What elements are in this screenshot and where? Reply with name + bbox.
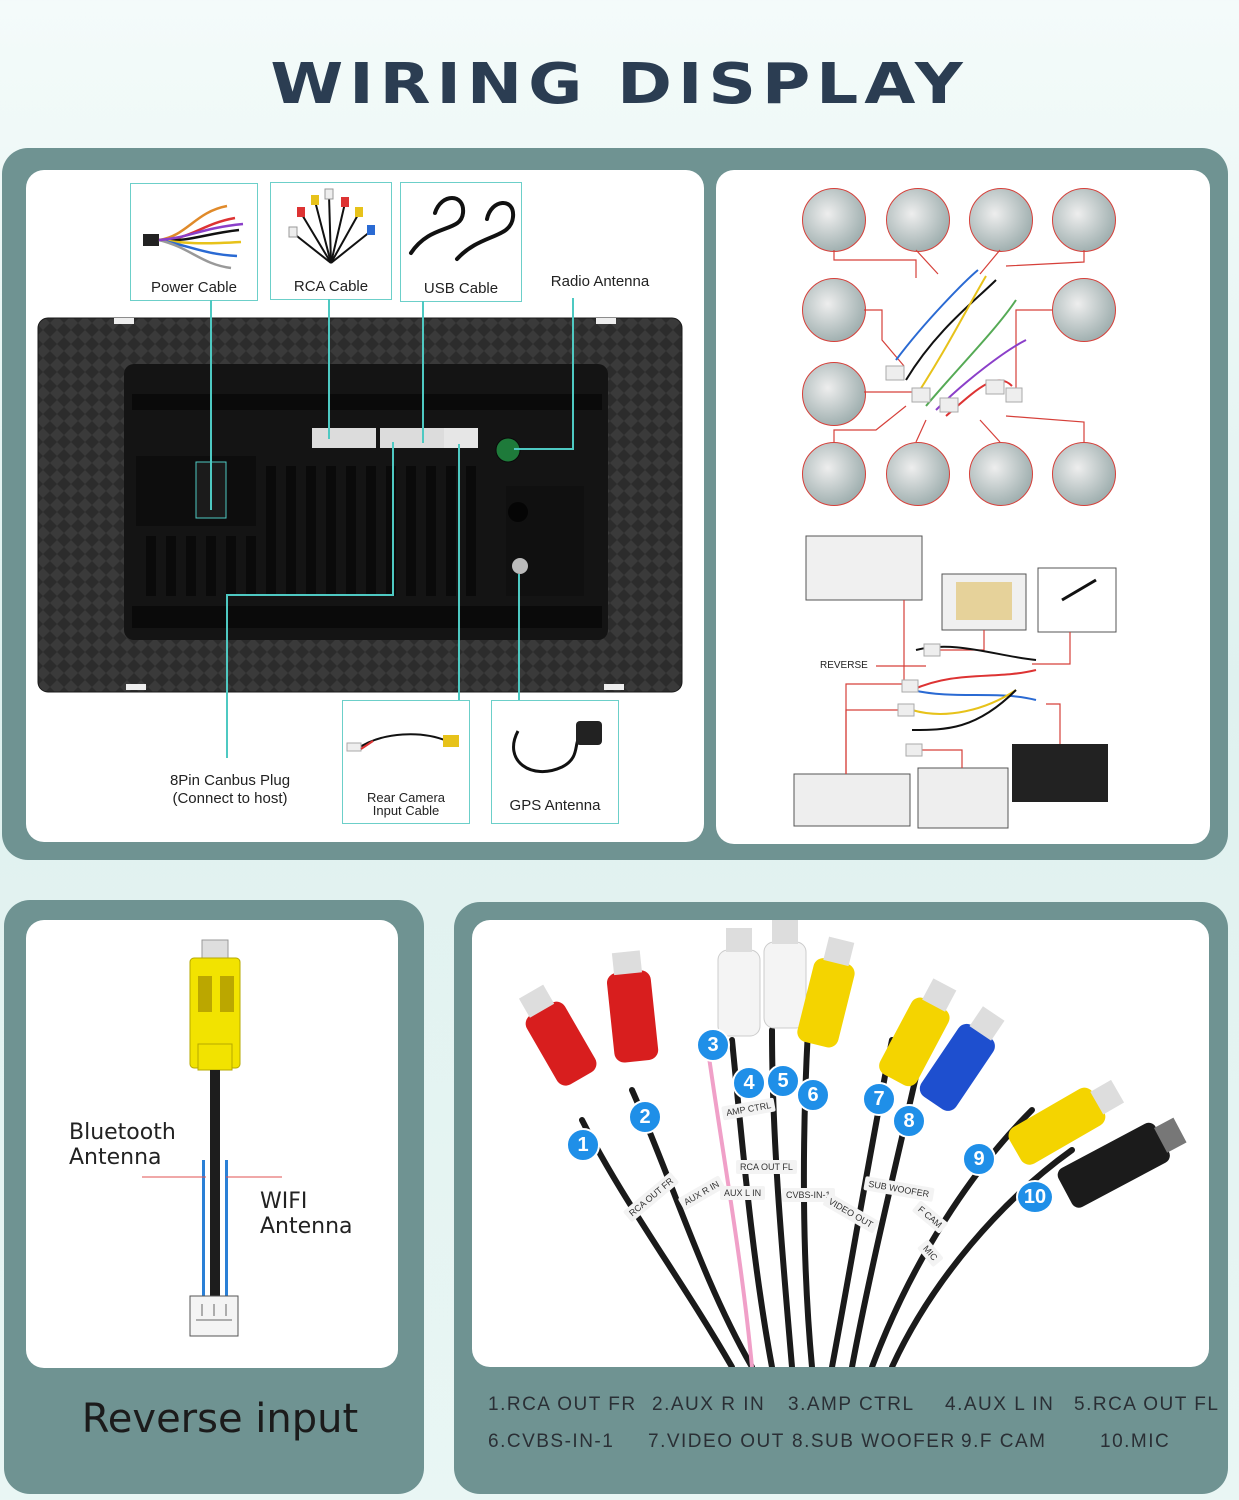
legend-item-1: 1.RCA OUT FR (488, 1394, 637, 1415)
usb-cable-image (409, 196, 516, 261)
marker-9: 9 (962, 1142, 996, 1176)
rca-cable-box: RCA Cable (270, 182, 392, 300)
bluetooth-label-line2: Antenna (69, 1145, 162, 1170)
marker-4: 4 (732, 1066, 766, 1100)
power-cable-box: Power Cable (130, 183, 258, 301)
callout-line (226, 594, 392, 596)
harness-card: REVERSE (716, 170, 1210, 844)
gps-antenna-image (512, 721, 602, 773)
wifi-label-line1: WIFI (260, 1189, 308, 1214)
marker-7: 7 (862, 1082, 896, 1116)
usb-cable-box: USB Cable (400, 182, 522, 302)
gps-antenna-label: GPS Antenna (509, 797, 601, 814)
legend-item-3: 3.AMP CTRL (788, 1394, 915, 1415)
connector-thumb (802, 362, 866, 426)
callout-line (422, 301, 424, 443)
marker-1: 1 (566, 1128, 600, 1162)
reverse-card: Bluetooth Antenna WIFI Antenna (26, 920, 398, 1368)
marker-3: 3 (696, 1028, 730, 1062)
rca-card: 1 2 3 4 5 6 7 8 9 10 RCA OUT FR AUX R IN… (472, 920, 1209, 1367)
legend-item-2: 2.AUX R IN (652, 1394, 766, 1415)
rear-camera-label-line2: Input Cable (372, 803, 440, 818)
callout-line (458, 444, 460, 700)
head-unit-card: Power Cable RCA Cable USB Cable Radio An… (26, 170, 704, 842)
rear-camera-label-line1: Rear Camera (366, 790, 446, 805)
power-cable-image (143, 204, 244, 270)
harness-wires-image (793, 249, 1117, 829)
wifi-label-line2: Antenna (260, 1214, 353, 1239)
callout-line (210, 300, 212, 510)
canbus-label-line2: (Connect to host) (172, 790, 288, 807)
radio-antenna-label: Radio Antenna (550, 273, 650, 290)
legend-item-9: 9.F CAM (961, 1431, 1047, 1452)
marker-8: 8 (892, 1104, 926, 1138)
reverse-cable-image (142, 939, 282, 1337)
marker-5: 5 (766, 1064, 800, 1098)
page-title: WIRING DISPLAY (270, 52, 969, 117)
connector-thumb (802, 442, 866, 506)
marker-10: 10 (1016, 1180, 1054, 1214)
reverse-label: REVERSE (820, 660, 868, 671)
legend-item-5: 5.RCA OUT FL (1074, 1394, 1220, 1415)
bluetooth-label-line1: Bluetooth (69, 1120, 176, 1145)
callout-line (518, 574, 520, 700)
legend-item-10: 10.MIC (1100, 1431, 1171, 1452)
connector-thumb (969, 188, 1033, 252)
cable-tag-cvbs-in-1: CVBS-IN-1 (782, 1188, 835, 1202)
connector-thumb (886, 442, 950, 506)
connector-thumb (1052, 278, 1116, 342)
connector-thumb (802, 188, 866, 252)
reverse-input-heading: Reverse input (81, 1396, 359, 1442)
power-cable-label: Power Cable (151, 279, 237, 296)
legend-item-7: 7.VIDEO OUT (648, 1431, 785, 1452)
rca-cable-label: RCA Cable (293, 278, 369, 295)
head-unit-back-image (37, 317, 683, 693)
rear-camera-cable-image (346, 733, 459, 752)
callout-line (328, 299, 330, 439)
callout-line (392, 442, 394, 596)
callout-line (226, 594, 228, 758)
usb-cable-label: USB Cable (423, 280, 499, 297)
callout-line (572, 298, 574, 450)
marker-2: 2 (628, 1100, 662, 1134)
legend-item-8: 8.SUB WOOFER (792, 1431, 956, 1452)
connector-thumb (1052, 442, 1116, 506)
marker-6: 6 (796, 1078, 830, 1112)
rca-cable-image (288, 188, 375, 264)
rear-camera-box: Rear Camera Input Cable (342, 700, 470, 824)
callout-line (514, 448, 574, 450)
rca-connectors-image (518, 920, 1187, 1367)
legend-item-6: 6.CVBS-IN-1 (488, 1431, 615, 1452)
legend-item-4: 4.AUX L IN (945, 1394, 1055, 1415)
connector-thumb (969, 442, 1033, 506)
gps-antenna-box: GPS Antenna (491, 700, 619, 824)
canbus-label-line1: 8Pin Canbus Plug (169, 772, 291, 789)
cable-tag-aux-l-in: AUX L IN (720, 1186, 766, 1200)
connector-thumb (1052, 188, 1116, 252)
cable-tag-rca-out-fl: RCA OUT FL (736, 1160, 797, 1174)
